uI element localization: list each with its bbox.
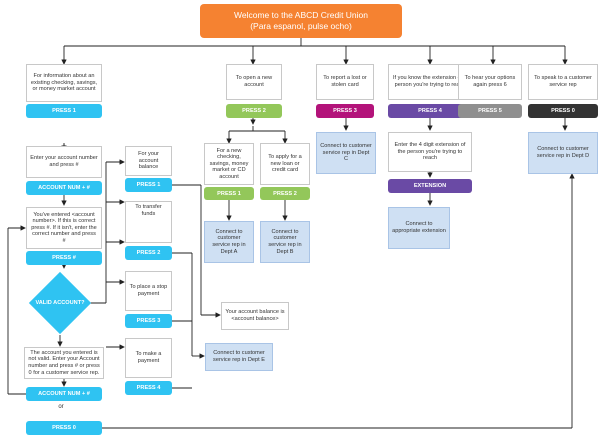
extension-button[interactable]: EXTENSION — [388, 179, 472, 193]
balance-result-text: Your account balance is <account balance… — [225, 309, 285, 322]
account-num-retry-label: ACCOUNT NUM + # — [38, 391, 90, 397]
appropriate-extension-node: Connect to appropriate extension — [388, 207, 450, 249]
transfer-press-2-button[interactable]: PRESS 2 — [125, 246, 172, 260]
dept-e-text: Connect to customer service rep in Dept … — [213, 350, 265, 363]
new-checking-node: For a new checking, savings, money marke… — [204, 143, 254, 185]
existing-account-node: For information about an existing checki… — [26, 64, 102, 102]
repeat-options-text-box: To hear your options again press 6 — [458, 64, 522, 100]
or-label: or — [58, 404, 64, 410]
account-num-label: ACCOUNT NUM + # — [38, 185, 90, 191]
balance-press-1-label: PRESS 1 — [136, 182, 161, 188]
transfer-press-2-label: PRESS 2 — [136, 250, 161, 256]
transfer-text: To transfer funds — [135, 204, 162, 217]
appropriate-extension-text: Connect to appropriate extension — [392, 221, 446, 234]
valid-account-label: VALID ACCOUNT? — [35, 299, 85, 306]
customer-rep-text: To speak to a customer service rep — [534, 75, 592, 88]
welcome-banner: Welcome to the ABCD Credit Union (Para e… — [200, 4, 402, 38]
press-3-label: PRESS 3 — [333, 108, 357, 114]
existing-account-text: For information about an existing checki… — [30, 73, 98, 93]
enter-account-node: Enter your account number and press # — [26, 146, 102, 178]
stop-payment-press-3-button[interactable]: PRESS 3 — [125, 314, 172, 328]
confirm-account-node: You've entered <account number>. If this… — [26, 207, 102, 249]
press-1-label: PRESS 1 — [52, 108, 76, 114]
make-payment-node: To make a payment — [125, 338, 172, 378]
press-2-button[interactable]: PRESS 2 — [226, 104, 282, 118]
make-payment-text: To make a payment — [135, 351, 162, 364]
make-payment-press-4-label: PRESS 4 — [136, 385, 161, 391]
press-0-top-label: PRESS 0 — [551, 108, 575, 114]
dept-d-text: Connect to customer service rep in Dept … — [536, 146, 590, 159]
press-hash-button[interactable]: PRESS # — [26, 251, 102, 265]
balance-result-node: Your account balance is <account balance… — [221, 302, 289, 330]
welcome-title: Welcome to the ABCD Credit Union — [233, 10, 368, 20]
press-5-label: PRESS 5 — [478, 108, 502, 114]
lost-card-text: To report a lost or stolen card — [323, 75, 367, 88]
balance-press-1-button[interactable]: PRESS 1 — [125, 178, 172, 192]
dept-e-node: Connect to customer service rep in Dept … — [205, 343, 273, 371]
press-4-label: PRESS 4 — [418, 108, 442, 114]
new-loan-press-2-button[interactable]: PRESS 2 — [260, 187, 310, 200]
new-checking-text: For a new checking, savings, money marke… — [209, 147, 249, 180]
confirm-account-text: You've entered <account number>. If this… — [31, 211, 97, 244]
press-0-top-button[interactable]: PRESS 0 — [528, 104, 598, 118]
extension-text: If you know the extension of a person yo… — [392, 75, 467, 88]
dept-b-text: Connect to customer service rep in Dept … — [268, 228, 302, 255]
press-hash-label: PRESS # — [52, 255, 76, 261]
new-account-text: To open a new account — [235, 75, 273, 88]
enter-account-text: Enter your account number and press # — [30, 155, 98, 168]
new-checking-press-1-button[interactable]: PRESS 1 — [204, 187, 254, 200]
customer-rep-node: To speak to a customer service rep — [528, 64, 598, 100]
repeat-options-text: To hear your options again press 6 — [464, 75, 516, 88]
press-0-bottom-label: PRESS 0 — [52, 425, 76, 431]
extension-label: EXTENSION — [413, 183, 447, 189]
dept-a-text: Connect to customer service rep in Dept … — [212, 228, 246, 255]
press-5-button[interactable]: PRESS 5 — [458, 104, 522, 118]
lost-card-node: To report a lost or stolen card — [316, 64, 374, 100]
transfer-node: To transfer funds — [125, 201, 172, 243]
dept-c-node: Connect to customer service rep in Dept … — [316, 132, 376, 174]
press-0-bottom-button[interactable]: PRESS 0 — [26, 421, 102, 435]
balance-text: For your account balance — [138, 151, 159, 171]
new-loan-node: To apply for a new loan or credit card — [260, 143, 310, 185]
new-loan-text: To apply for a new loan or credit card — [268, 154, 302, 174]
invalid-account-text: The account you entered is not valid. En… — [28, 349, 100, 376]
invalid-account-node: The account you entered is not valid. En… — [24, 347, 104, 379]
balance-node: For your account balance — [125, 146, 172, 176]
dept-c-text: Connect to customer service rep in Dept … — [320, 143, 372, 163]
stop-payment-node: To place a stop payment — [125, 271, 172, 311]
make-payment-press-4-button[interactable]: PRESS 4 — [125, 381, 172, 395]
enter-extension-node: Enter the 4 digit extension of the perso… — [388, 132, 472, 172]
press-1-button[interactable]: PRESS 1 — [26, 104, 102, 118]
stop-payment-text: To place a stop payment — [129, 284, 168, 297]
dept-a-node: Connect to customer service rep in Dept … — [204, 221, 254, 263]
new-account-node: To open a new account — [226, 64, 282, 100]
press-3-button[interactable]: PRESS 3 — [316, 104, 374, 118]
new-checking-press-1-label: PRESS 1 — [217, 190, 241, 197]
stop-payment-press-3-label: PRESS 3 — [136, 318, 161, 324]
dept-d-node: Connect to customer service rep in Dept … — [528, 132, 598, 174]
account-num-button[interactable]: ACCOUNT NUM + # — [26, 181, 102, 195]
welcome-subtitle: (Para espanol, pulse ocho) — [250, 21, 352, 31]
press-2-label: PRESS 2 — [242, 108, 266, 114]
new-loan-press-2-label: PRESS 2 — [273, 190, 297, 197]
account-num-retry-button[interactable]: ACCOUNT NUM + # — [26, 387, 102, 401]
press-4-button[interactable]: PRESS 4 — [388, 104, 472, 118]
enter-extension-text: Enter the 4 digit extension of the perso… — [394, 142, 466, 162]
dept-b-node: Connect to customer service rep in Dept … — [260, 221, 310, 263]
